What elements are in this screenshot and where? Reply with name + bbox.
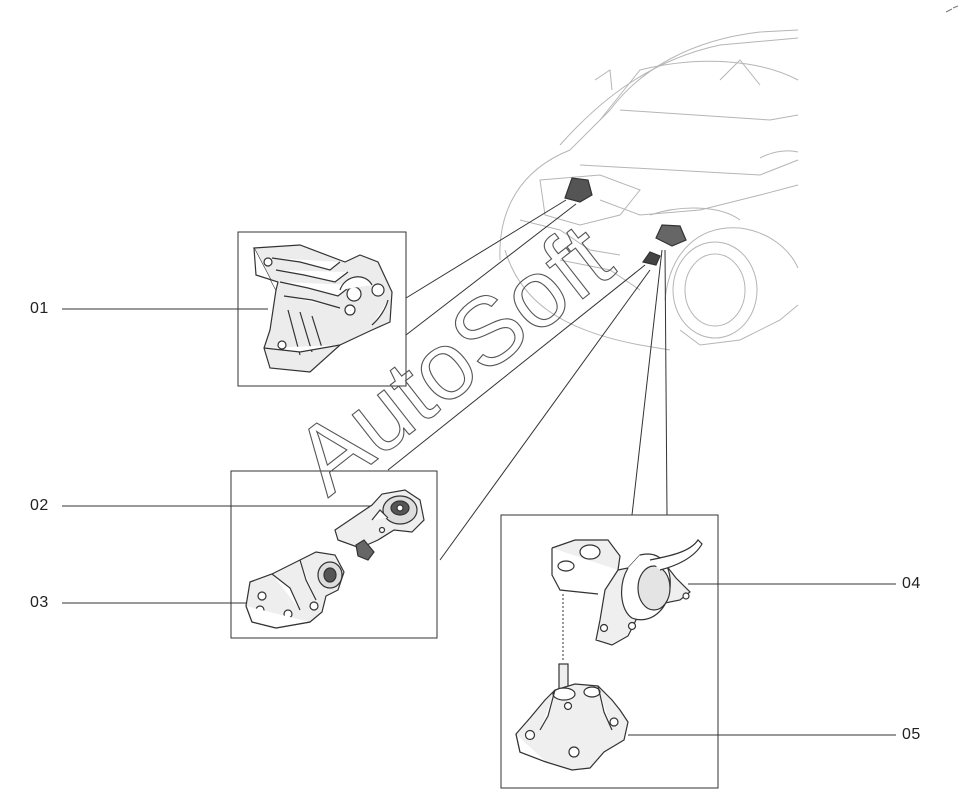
label-part-05: 05 bbox=[902, 726, 921, 743]
callout-box-02-03 bbox=[230, 470, 438, 639]
leader-lines bbox=[62, 199, 896, 736]
label-part-02: 02 bbox=[30, 497, 49, 514]
corner-mark bbox=[945, 5, 959, 13]
vehicle-outline bbox=[499, 29, 799, 351]
torque-rod-02 bbox=[334, 489, 425, 561]
engine-mount-01 bbox=[253, 244, 393, 373]
callout-box-04-05 bbox=[500, 514, 719, 789]
callout-box-01 bbox=[237, 231, 407, 387]
label-part-03: 03 bbox=[30, 594, 49, 611]
callout-boxes bbox=[230, 231, 719, 789]
label-part-01: 01 bbox=[30, 300, 49, 317]
lower-bracket-05 bbox=[515, 663, 629, 771]
side-mount-04 bbox=[551, 539, 703, 646]
lower-mount-03 bbox=[245, 551, 345, 629]
vehicle-mount-markers bbox=[564, 177, 687, 266]
label-part-04: 04 bbox=[902, 575, 921, 592]
watermark: AutoSoft bbox=[275, 204, 631, 515]
